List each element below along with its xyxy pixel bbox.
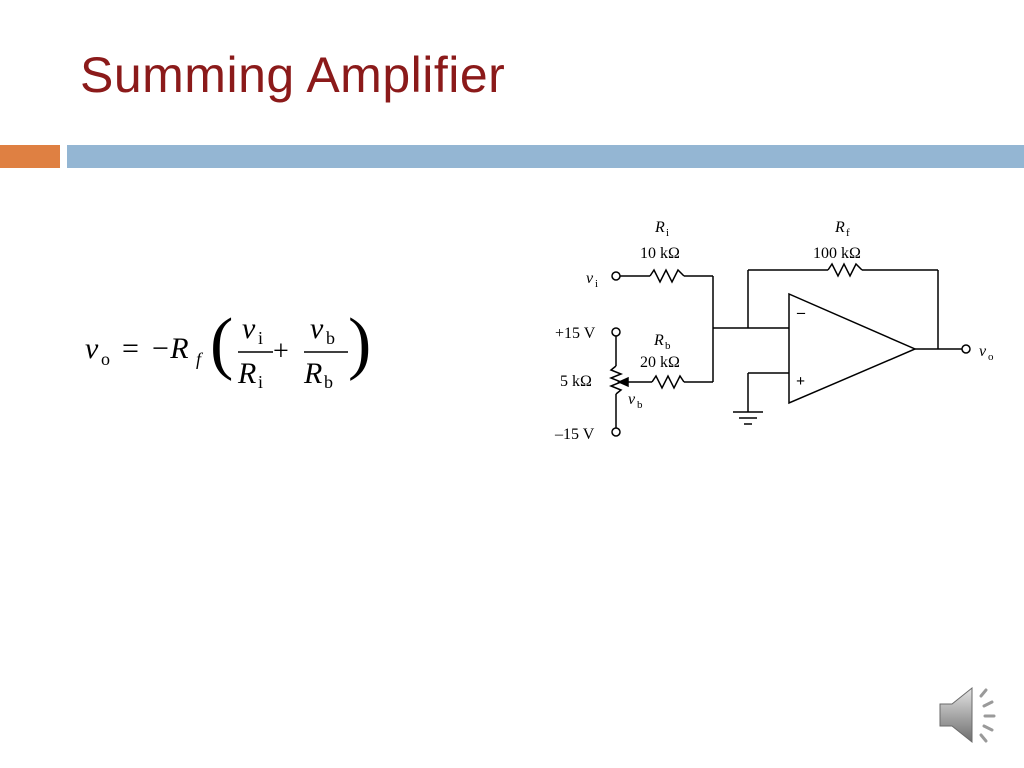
vb-sub: b <box>637 399 643 411</box>
potentiometer <box>608 365 624 395</box>
formula-num1: v <box>242 312 256 345</box>
wiper-arrow <box>617 376 629 388</box>
inv-input-sign: – <box>796 304 806 321</box>
speaker-icon[interactable] <box>934 680 1004 750</box>
accent-bar-blue <box>67 145 1024 168</box>
pos-supply-label: +15 V <box>555 325 596 342</box>
formula-num2-sub: b <box>326 328 335 348</box>
resistor-ri <box>649 268 685 284</box>
vi-terminal <box>611 271 621 281</box>
formula-lparen: ( <box>210 305 233 382</box>
slide-title: Summing Amplifier <box>80 47 506 103</box>
neg-supply-label: –15 V <box>554 426 595 443</box>
neg-supply-terminal <box>611 427 621 437</box>
formula-den1: R <box>237 357 256 390</box>
formula-num1-sub: i <box>258 328 263 348</box>
pos-supply-terminal <box>611 327 621 337</box>
formula-minus-r: −R <box>150 332 189 365</box>
summing-amplifier-circuit: R i 10 kΩ R f 100 kΩ R b 20 kΩ v i v o v… <box>554 219 994 443</box>
ri-name: R <box>654 219 665 236</box>
pot-value: 5 kΩ <box>560 373 592 390</box>
formula-den2: R <box>303 357 322 390</box>
formula-equals: = <box>122 332 139 365</box>
resistor-rf <box>827 262 863 278</box>
ri-sub: i <box>666 227 669 239</box>
summing-formula: v o = −R f ( v i R i + v b R b ) <box>85 305 371 392</box>
rb-value: 20 kΩ <box>640 354 680 371</box>
formula-lhs-sub: o <box>101 349 110 369</box>
formula-r-sub: f <box>196 349 204 369</box>
formula-rparen: ) <box>348 305 371 382</box>
vo-label: v <box>979 343 987 360</box>
formula-lhs: v <box>85 332 99 365</box>
accent-bar-orange <box>0 145 60 168</box>
rb-name: R <box>653 332 664 349</box>
formula-den1-sub: i <box>258 372 263 392</box>
vb-label: v <box>628 391 636 408</box>
vi-label: v <box>586 270 594 287</box>
vo-sub: o <box>988 351 994 363</box>
formula-den2-sub: b <box>324 372 333 392</box>
ri-value: 10 kΩ <box>640 245 680 262</box>
resistor-rb <box>651 374 685 390</box>
formula-plus: + <box>273 336 289 367</box>
vo-terminal <box>961 344 971 354</box>
vi-sub: i <box>595 278 598 290</box>
noninv-input-sign: + <box>796 373 805 390</box>
rf-name: R <box>834 219 845 236</box>
rf-sub: f <box>846 227 850 239</box>
rb-sub: b <box>665 340 671 352</box>
op-amp <box>788 292 917 405</box>
rf-value: 100 kΩ <box>813 245 861 262</box>
formula-num2: v <box>310 312 324 345</box>
